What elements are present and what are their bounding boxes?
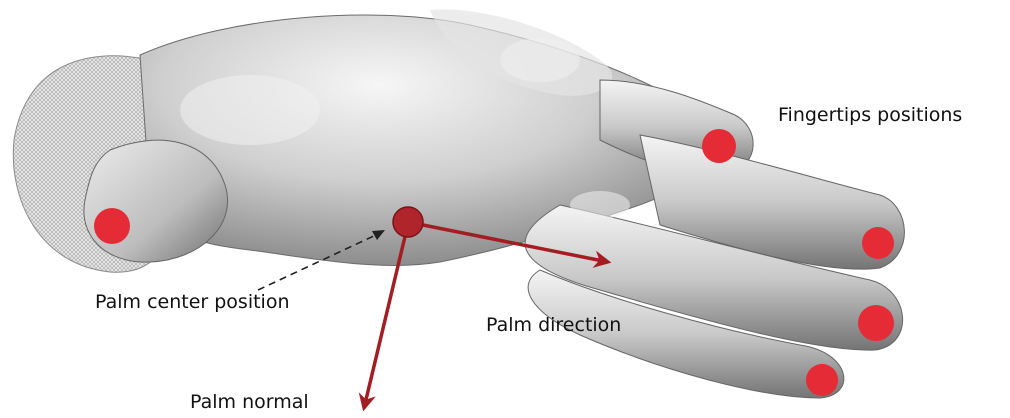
fingertip-marker-index <box>702 129 736 163</box>
thumb <box>84 140 228 262</box>
fingertip-marker-ring <box>858 305 894 341</box>
fingertip-marker-middle <box>862 227 894 259</box>
palm-direction-label: Palm direction <box>486 316 621 335</box>
fingertip-marker-thumb <box>94 208 130 244</box>
palm-center-label: Palm center position <box>95 293 290 312</box>
palm-center-marker <box>393 207 423 237</box>
palm-normal-label: Palm normal <box>190 393 309 412</box>
fingertips-label: Fingertips positions <box>778 106 962 125</box>
fingertip-marker-little <box>806 364 838 396</box>
